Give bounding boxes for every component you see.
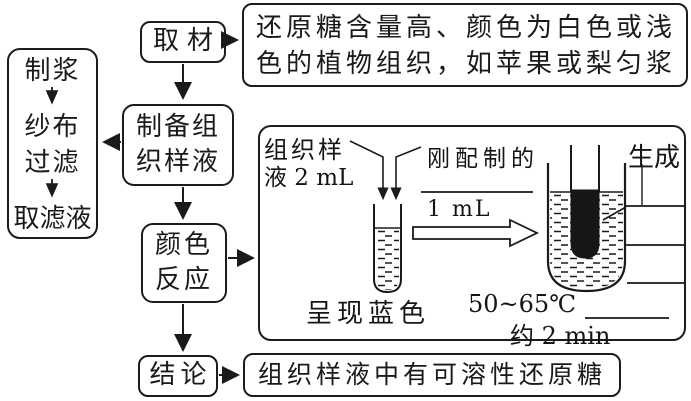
step-color-line2: 反应: [154, 265, 213, 295]
material-note-line1: 还原糖含量高、颜色为白色或浅: [256, 13, 677, 44]
duration-label: 约 2 min: [510, 322, 611, 350]
initial-color-label: 呈现蓝色: [306, 299, 431, 329]
reagent-label: 刚配制的: [427, 146, 539, 172]
temperature-label: 50~65℃: [468, 290, 577, 318]
step-material-box: 取材: [140, 21, 226, 63]
conclusion-text: 组织样液中有可溶性还原糖: [257, 360, 606, 390]
pretreatment-step-filter: 过滤: [24, 147, 81, 178]
conclusion-text-box: 组织样液中有可溶性还原糖: [243, 353, 621, 397]
material-note-box: 还原糖含量高、颜色为白色或浅 色的植物组织，如苹果或梨匀浆: [242, 3, 688, 87]
step-prepare-line1: 制备组: [135, 111, 220, 142]
material-note-line2: 色的植物组织，如苹果或梨匀浆: [256, 48, 677, 79]
pretreatment-box: 制浆 纱布 过滤 取滤液: [7, 48, 98, 239]
volume-label: 1 mL: [427, 197, 492, 222]
step-conclusion-label: 结论: [149, 360, 212, 391]
sample-volume-label-line2: 液 2 mL: [264, 165, 354, 191]
step-prepare-box: 制备组 织样液: [122, 104, 234, 186]
generate-label: 生成: [628, 143, 681, 173]
step-material-label: 取材: [152, 26, 221, 57]
step-conclusion-box: 结论: [138, 355, 218, 397]
step-color-reaction-box: 颜色 反应: [141, 223, 227, 303]
pretreatment-step-gauze: 纱布: [24, 112, 81, 143]
pretreatment-step-make-pulp: 制浆: [24, 56, 81, 86]
sample-volume-label-line1: 组织样: [264, 136, 345, 164]
pretreatment-step-take-filtrate: 取滤液: [13, 203, 92, 234]
step-prepare-line2: 织样液: [135, 147, 220, 177]
step-color-line1: 颜色: [154, 229, 213, 260]
